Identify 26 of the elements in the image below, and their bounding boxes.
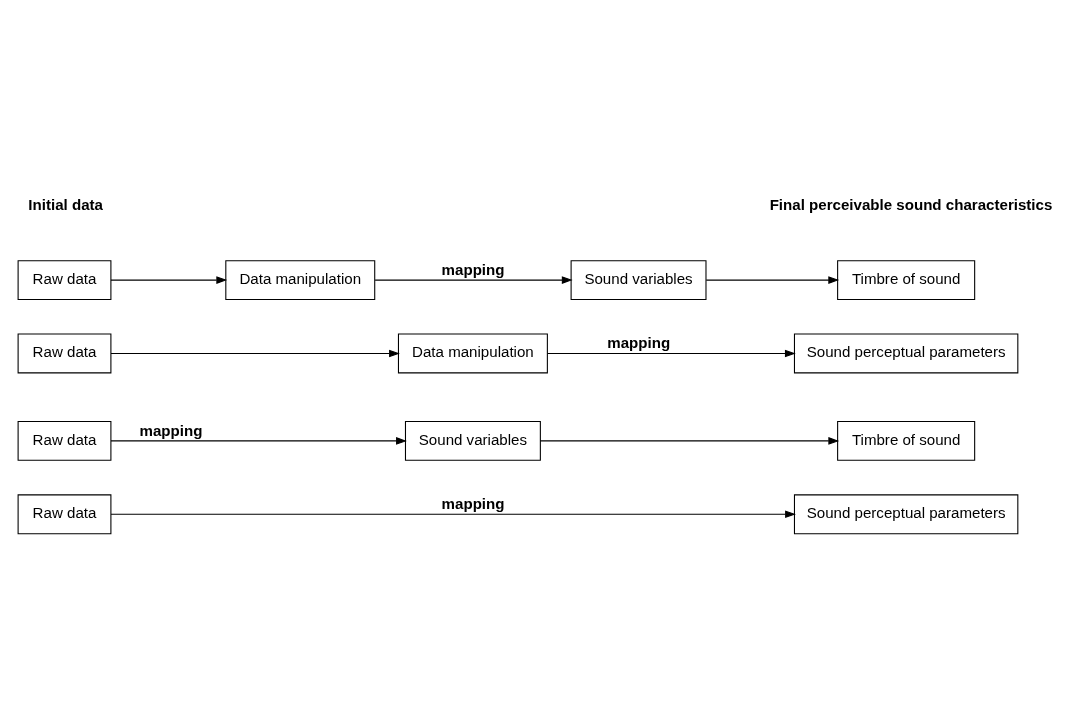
edge-label: mapping [441,494,505,512]
arrow [539,436,840,445]
node-box: Timbre of sound [837,420,976,461]
label: Initial data [28,195,104,213]
arrow [547,349,796,357]
node-box: Sound variables [404,420,541,461]
node-box: Raw data [17,259,112,300]
node-box: Sound variables [570,259,707,300]
arrow [374,275,573,284]
node-box: Raw data [17,333,112,373]
arrow [705,275,840,284]
arrow [110,349,400,357]
node-box: Timbre of sound [837,259,976,300]
node-box: Sound perceptual parameters [793,333,1019,373]
node-box: Raw data [17,493,112,534]
label: Final perceivable sound characteristics [769,195,1053,213]
node-box: Data manipulation [397,333,548,373]
arrow [110,509,796,518]
node-box: Raw data [17,420,112,461]
edge-label: mapping [441,260,505,278]
edge-label: mapping [139,421,203,439]
arrow [110,275,228,284]
node-box: Sound perceptual parameters [793,493,1019,534]
node-box: Data manipulation [225,259,376,300]
edge-label: mapping [607,333,671,351]
arrow [110,436,407,445]
